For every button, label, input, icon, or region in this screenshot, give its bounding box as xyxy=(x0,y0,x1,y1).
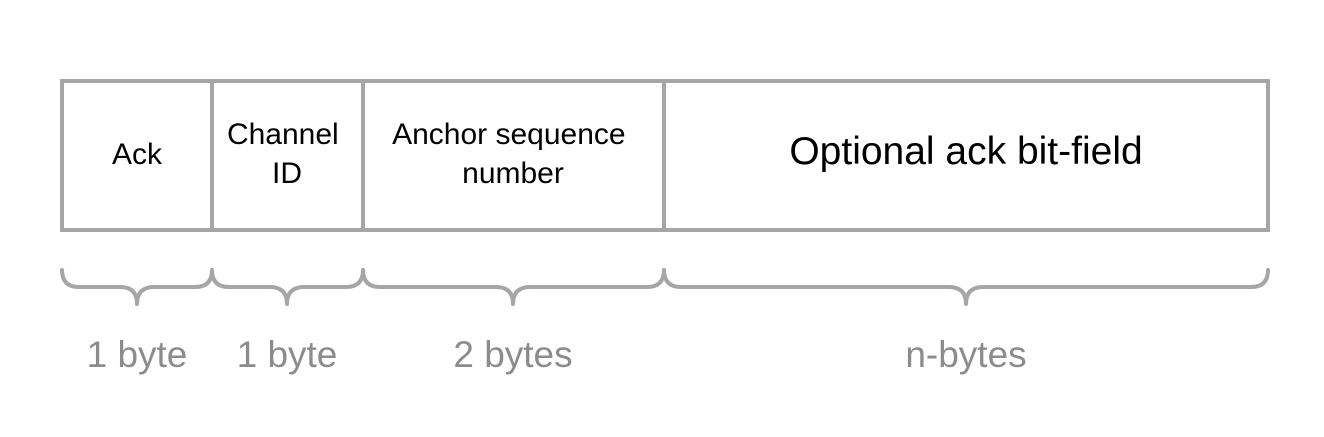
field-anchor-sequence-number: Anchor sequence number xyxy=(361,79,666,232)
brace-anchor-sequence-number xyxy=(361,268,666,306)
brace-ack xyxy=(60,268,214,306)
field-channel-id-box xyxy=(210,79,365,232)
field-ack-box xyxy=(60,79,214,232)
field-anchor-sequence-number-box xyxy=(361,79,666,232)
field-channel-id-label: Channel ID xyxy=(227,118,347,190)
field-channel-id-label-line-2: ID xyxy=(272,157,302,190)
field-anchor-sequence-number-label-line-1: Anchor sequence xyxy=(392,118,626,151)
size-label-channel-id: 1 byte xyxy=(237,334,338,375)
field-anchor-sequence-number-label-line-2: number xyxy=(462,157,564,190)
field-ack-label: Ack xyxy=(112,138,163,171)
size-label-optional-ack-bit-field: n-bytes xyxy=(905,334,1026,375)
field-ack: Ack xyxy=(60,79,214,232)
brace-channel-id xyxy=(210,268,365,306)
size-label-anchor-sequence-number: 2 bytes xyxy=(453,334,572,375)
brace-optional-ack-bit-field xyxy=(662,268,1270,306)
size-row: 1 byte 1 byte 2 bytes n-bytes xyxy=(87,334,1027,375)
field-optional-ack-bit-field: Optional ack bit-field xyxy=(662,79,1270,232)
size-label-ack: 1 byte xyxy=(87,334,188,375)
field-channel-id: Channel ID xyxy=(210,79,365,232)
field-row: Ack Channel ID Anchor sequence number Op… xyxy=(60,79,1270,232)
field-optional-ack-bit-field-box xyxy=(662,79,1270,232)
field-channel-id-label-line-1: Channel xyxy=(227,118,339,151)
brace-row xyxy=(60,268,1270,306)
field-optional-ack-bit-field-label: Optional ack bit-field xyxy=(789,130,1142,173)
field-ack-label-line-1: Ack xyxy=(112,138,163,171)
field-optional-ack-bit-field-label-line-1: Optional ack bit-field xyxy=(789,130,1142,173)
field-anchor-sequence-number-label: Anchor sequence number xyxy=(392,118,634,190)
